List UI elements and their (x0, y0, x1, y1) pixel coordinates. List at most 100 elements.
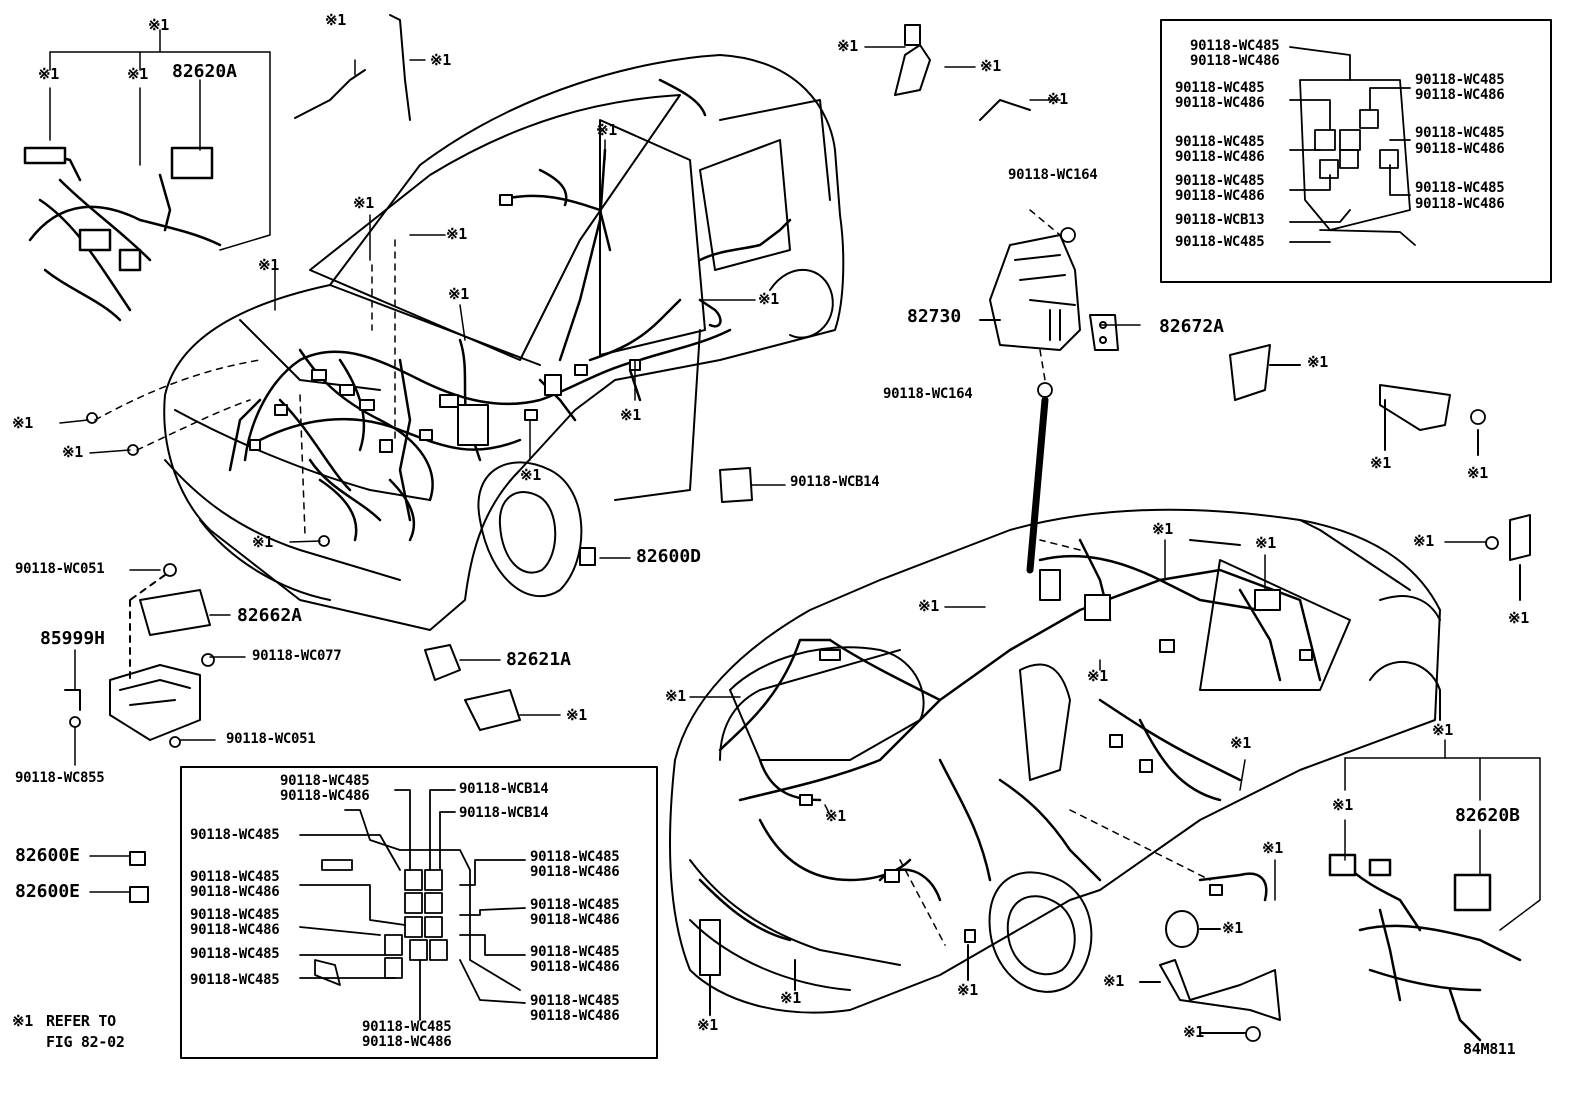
bottom-inset-code-5b: 90118-WC486 (530, 864, 620, 880)
bottom-inset-code-13a: 90118-WC485 (362, 1019, 452, 1035)
ref-mark-connector: ※1 (38, 65, 59, 83)
bottom-inset-code-10b: 90118-WC486 (530, 959, 620, 975)
relay-block-inset-frame (1160, 19, 1552, 283)
ref-mark-harness-group-b: ※1 (1432, 721, 1453, 739)
ref-mark-bolt-bottom: ※1 (1183, 1023, 1204, 1041)
part-82620a-label: 82620A (172, 61, 238, 82)
code-wc051-lower: 90118-WC051 (226, 731, 316, 747)
inset-code-3a: 90118-WC485 (1175, 80, 1265, 96)
ref-mark-connector-b: ※1 (1332, 796, 1353, 814)
bottom-inset-code-10a: 90118-WC485 (530, 944, 620, 960)
relay-block-illustration-2 (299, 789, 526, 1021)
relay-block-inset-frame-2 (180, 766, 658, 1059)
ref-mark-floor-wire: ※1 (1230, 734, 1251, 752)
ref-mark-bracket: ※1 (127, 65, 148, 83)
bottom-inset-code-1a: 90118-WC485 (280, 773, 370, 789)
ref-mark-clip-top: ※1 (1047, 90, 1068, 108)
ref-mark-bolt-floor: ※1 (918, 597, 939, 615)
bottom-inset-code-12a: 90118-WC485 (530, 993, 620, 1009)
inset-code-5b: 90118-WC486 (1175, 149, 1265, 165)
bottom-inset-code-7a: 90118-WC485 (530, 897, 620, 913)
code-wc164-lower: 90118-WC164 (883, 386, 973, 402)
inset-code-2b: 90118-WC486 (1415, 87, 1505, 103)
brackets-right (1229, 344, 1531, 601)
ref-mark-bolt-2: ※1 (62, 443, 83, 461)
code-wc855: 90118-WC855 (15, 770, 105, 786)
bottom-inset-code-6a: 90118-WC485 (190, 869, 280, 885)
inset-code-5a: 90118-WC485 (1175, 134, 1265, 150)
leader-lines-ref (94, 46, 1486, 946)
junction-block-82730 (979, 234, 1081, 351)
inset-code-9: 90118-WC485 (1175, 234, 1265, 250)
ref-mark-back-door-harness: ※1 (665, 687, 686, 705)
ref-mark-cover: ※1 (566, 706, 587, 724)
ref-mark-tape: ※1 (697, 1016, 718, 1034)
ref-mark-lamp-harness: ※1 (825, 807, 846, 825)
bottom-inset-code-12b: 90118-WC486 (530, 1008, 620, 1024)
bottom-inset-code-4: 90118-WC485 (190, 827, 280, 843)
part-85999h-label: 85999H (40, 628, 106, 649)
footnote-line-2: FIG 82-02 (46, 1033, 125, 1051)
inset-code-1a: 90118-WC485 (1190, 38, 1280, 54)
code-wcb14: 90118-WCB14 (790, 474, 880, 490)
bottom-inset-code-3: 90118-WCB14 (459, 805, 549, 821)
inset-code-3b: 90118-WC486 (1175, 95, 1265, 111)
inset-code-2a: 90118-WC485 (1415, 72, 1505, 88)
ref-mark-bolt-1: ※1 (12, 414, 33, 432)
part-82672a-label: 82672A (1159, 316, 1225, 337)
ref-mark-rear-connector: ※1 (1255, 534, 1276, 552)
leader-lines-bottom-right (1344, 739, 1541, 931)
inset-code-6b: 90118-WC486 (1175, 188, 1265, 204)
harness-82620a-illustration (23, 146, 222, 322)
code-wc051-upper: 90118-WC051 (15, 561, 105, 577)
ecu-box-parts (64, 467, 753, 903)
bottom-inset-code-6b: 90118-WC486 (190, 884, 280, 900)
ref-mark-wire-tube: ※1 (430, 51, 451, 69)
inset-code-7b: 90118-WC486 (1415, 196, 1505, 212)
part-82621a-label: 82621A (506, 649, 572, 670)
bolt-icons (69, 227, 1499, 1042)
bottom-inset-code-11: 90118-WC485 (190, 972, 280, 988)
ref-mark-bracket-b: ※1 (1370, 454, 1391, 472)
inset-code-7a: 90118-WC485 (1415, 180, 1505, 196)
ref-mark-clamp-floor: ※1 (1087, 667, 1108, 685)
ref-mark-clamp-2: ※1 (446, 225, 467, 243)
part-82730-label: 82730 (907, 306, 962, 327)
ref-mark-bracket-rear: ※1 (1508, 609, 1529, 627)
rear-harness-connectors (799, 569, 1313, 943)
ref-mark-grommet: ※1 (1222, 919, 1243, 937)
front-harness-connectors (249, 194, 641, 453)
leader-lines-top-left (49, 29, 271, 251)
code-wc164-upper: 90118-WC164 (1008, 167, 1098, 183)
ref-mark-bolt-rear: ※1 (1413, 532, 1434, 550)
ref-mark-bumper-harness: ※1 (780, 989, 801, 1007)
front-harness (228, 78, 792, 542)
code-wc077: 90118-WC077 (252, 648, 342, 664)
bottom-inset-code-8b: 90118-WC486 (190, 922, 280, 938)
ref-mark-bolt-3: ※1 (252, 533, 273, 551)
part-82600e-label-2: 82600E (15, 881, 81, 902)
part-82620b-label: 82620B (1455, 805, 1521, 826)
ref-mark-roof-harness: ※1 (596, 121, 617, 139)
ref-mark-clamp-rear: ※1 (957, 981, 978, 999)
ref-mark-door-harness: ※1 (758, 290, 779, 308)
bottom-inset-code-13b: 90118-WC486 (362, 1034, 452, 1050)
inset-code-1b: 90118-WC486 (1190, 53, 1280, 69)
ref-mark-bolt-right: ※1 (1467, 464, 1488, 482)
ref-mark-bracket-top: ※1 (980, 57, 1001, 75)
small-parts-top (294, 14, 1031, 121)
figure-id: 84M811 (1463, 1040, 1516, 1058)
ref-mark-clamp-1: ※1 (353, 194, 374, 212)
ref-mark-ground-wire: ※1 (325, 11, 346, 29)
ref-mark-clamp-5: ※1 (520, 466, 541, 484)
bottom-inset-code-7b: 90118-WC486 (530, 912, 620, 928)
relay-block-illustration (1289, 46, 1416, 246)
footnote-line-1: REFER TO (46, 1012, 116, 1030)
bottom-inset-code-8a: 90118-WC485 (190, 907, 280, 923)
ref-mark-engine-harness: ※1 (448, 285, 469, 303)
ref-mark-protector: ※1 (1103, 972, 1124, 990)
inset-code-8: 90118-WCB13 (1175, 212, 1265, 228)
part-82600d-label: 82600D (636, 546, 702, 567)
